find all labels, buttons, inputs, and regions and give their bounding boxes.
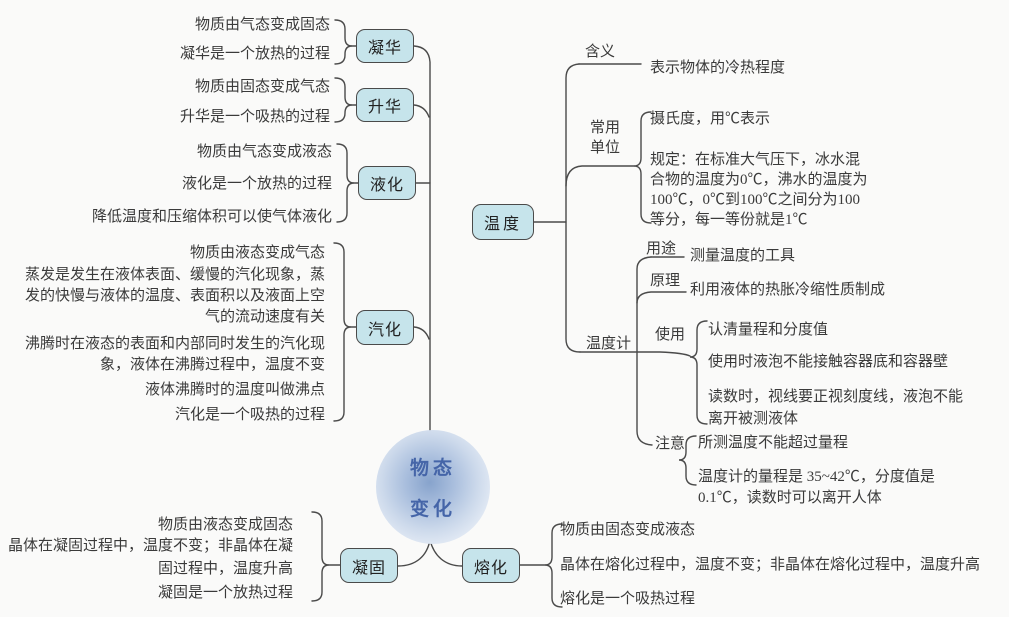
- line-yuanli: [636, 291, 687, 304]
- subtrunk-wenduji: [636, 256, 653, 446]
- ninggu-item: 晶体在凝固过程中，温度不变；非晶体在凝 固过程中，温度升高: [7, 538, 293, 577]
- brace-zhuyi: [678, 435, 697, 486]
- yehua-item: 液化是一个放热的过程: [181, 176, 332, 192]
- qihua-item: 蒸发是发生在液体表面、缓慢的汽化现象，蒸 发的快慢与液体的温度、表面积以及液面上…: [24, 267, 325, 325]
- link-center-ninggu: [397, 539, 431, 567]
- shenghua-item: 升华是一个吸热的过程: [179, 109, 330, 125]
- node-shenghua[interactable]: 升华: [356, 88, 414, 122]
- shiyong-label: 使用: [655, 327, 686, 343]
- shiyong-item: 认清量程和分度值: [708, 322, 829, 338]
- line-changyong: [565, 165, 635, 187]
- node-yehua[interactable]: 液化: [358, 166, 416, 200]
- zhuyi-label: 注意: [655, 436, 686, 452]
- shiyong-item: 读数时，视线要正视刻度线，液泡不能 离开被测液体: [708, 389, 964, 427]
- zhuyi-item: 温度计的量程是 35~42℃，分度值是 0.1℃，读数时可以离开人体: [698, 469, 935, 506]
- changyong-item: 摄氏度，用℃表示: [650, 111, 771, 127]
- hanyi-label: 含义: [585, 44, 616, 60]
- brace-qihua: [333, 242, 352, 422]
- node-ninghua[interactable]: 凝华: [356, 29, 414, 63]
- yehua-item: 降低温度和压缩体积可以使气体液化: [91, 209, 332, 225]
- node-ninggu[interactable]: 凝固: [340, 548, 398, 583]
- node-qihua[interactable]: 汽化: [356, 310, 414, 345]
- node-wendu[interactable]: 温度: [472, 204, 534, 240]
- center-node-line1: 物态: [409, 458, 456, 479]
- qihua-item: 汽化是一个吸热的过程: [174, 407, 325, 423]
- zhuyi-item: 所测温度不能超过量程: [698, 435, 849, 451]
- yuanli-label: 原理: [650, 273, 681, 289]
- changyong-item: 规定：在标准大气压下，冰水混 合物的温度为0℃，沸水的温度为 100℃，0℃到1…: [650, 152, 868, 228]
- center-node-wutaibianhua[interactable]: 物态 变化: [376, 430, 490, 544]
- brace-ninghua: [334, 19, 353, 65]
- join-qihua: [413, 326, 430, 340]
- line-shiyong: [636, 351, 691, 357]
- yongtu-text: 测量温度的工具: [690, 248, 796, 264]
- wenduji-label: 温度计: [586, 336, 632, 352]
- changyong-danwei-label: 常用 单位: [589, 120, 620, 156]
- ronghua-item: 物质由固态变成液态: [560, 522, 696, 538]
- brace-shenghua: [334, 77, 353, 123]
- ninggu-item: 物质由液态变成固态: [157, 517, 293, 533]
- ninghua-item: 物质由气态变成固态: [194, 17, 330, 33]
- yehua-item: 物质由气态变成液态: [196, 144, 332, 160]
- brace-changyong: [633, 111, 652, 224]
- shiyong-item: 使用时液泡不能接触容器底和容器壁: [708, 354, 949, 370]
- brace-shiyong: [689, 320, 708, 425]
- yongtu-label: 用途: [646, 241, 677, 257]
- ronghua-item: 晶体在熔化过程中，温度不变；非晶体在熔化过程中，温度升高: [560, 557, 981, 573]
- qihua-item: 液体沸腾时的温度叫做沸点: [144, 382, 325, 398]
- trunk-right: [565, 63, 581, 353]
- brace-ninggu: [311, 511, 330, 602]
- hanyi-text: 表示物体的冷热程度: [650, 60, 786, 76]
- node-ronghua[interactable]: 熔化: [462, 548, 520, 583]
- qihua-item: 物质由液态变成气态: [189, 245, 325, 261]
- ninggu-item: 凝固是一个放热过程: [157, 585, 293, 601]
- brace-yehua: [336, 143, 355, 223]
- join-shenghua: [413, 104, 430, 118]
- ronghua-item: 熔化是一个吸热过程: [560, 591, 696, 607]
- qihua-item: 沸腾时在液态的表面和内部同时发生的汽化现 象，液体在沸腾过程中，温度不变: [24, 336, 325, 373]
- ninghua-item: 凝华是一个放热的过程: [179, 46, 330, 62]
- yuanli-text: 利用液体的热胀冷缩性质制成: [690, 282, 886, 298]
- trunk-left: [413, 45, 431, 541]
- shenghua-item: 物质由固态变成气态: [194, 79, 330, 95]
- center-node-line2: 变化: [409, 499, 456, 520]
